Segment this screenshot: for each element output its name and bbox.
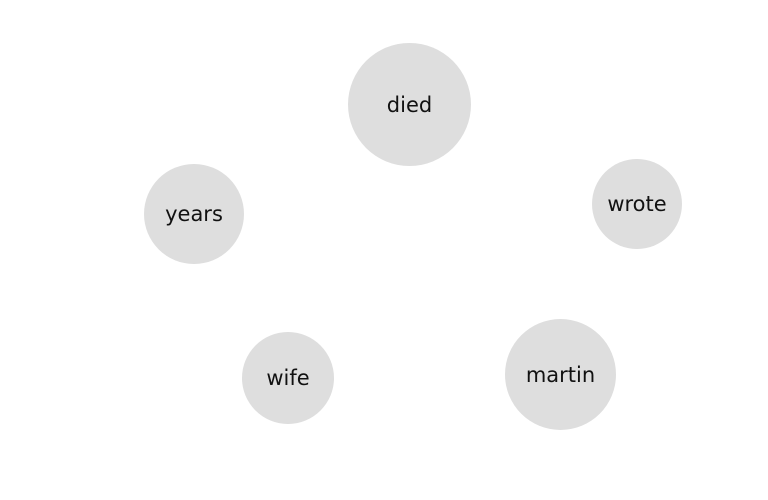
bubble-wife: wife: [242, 332, 334, 424]
bubble-label: wrote: [607, 192, 667, 216]
bubble-label: years: [165, 202, 223, 226]
bubble-wrote: wrote: [592, 159, 682, 249]
bubble-martin: martin: [505, 319, 616, 430]
bubble-label: wife: [266, 366, 310, 390]
bubble-years: years: [144, 164, 244, 264]
bubble-label: martin: [525, 362, 596, 387]
bubble-label: died: [386, 92, 433, 117]
bubble-died: died: [348, 43, 471, 166]
